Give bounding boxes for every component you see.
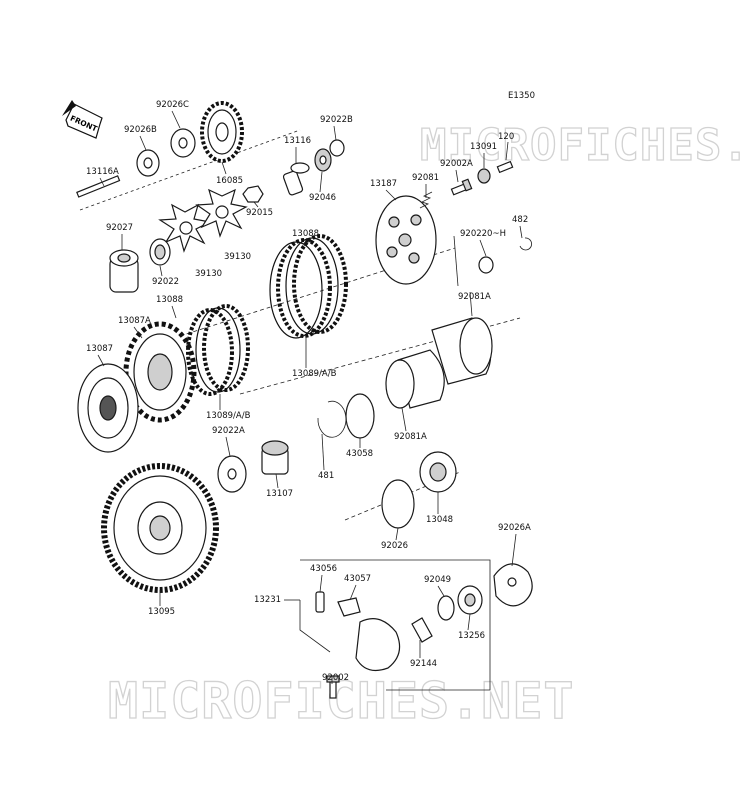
label-13116a: 13116A — [86, 167, 119, 177]
label-120: 120 — [498, 132, 514, 142]
label-92144: 92144 — [410, 659, 437, 669]
circlip-482 — [519, 237, 533, 251]
label-13231: 13231 — [254, 595, 281, 605]
label-92026: 92026 — [381, 541, 408, 551]
label-13088-a: 13088 — [156, 295, 183, 305]
label-13087a: 13087A — [118, 316, 151, 326]
label-13089-a: 13089/A/B — [206, 411, 251, 421]
label-39130-b: 39130 — [224, 252, 251, 262]
label-13089-b: 13089/A/B — [292, 369, 337, 379]
fitting-43056 — [315, 591, 325, 613]
bearing-92022-inner — [154, 244, 166, 260]
washer-92022b — [329, 139, 345, 157]
washer-92026b-hole — [143, 157, 153, 169]
bolt-92002 — [326, 675, 340, 699]
label-13187: 13187 — [370, 179, 397, 189]
label-13256: 13256 — [458, 631, 485, 641]
bearing-13048 — [419, 451, 457, 493]
diagram-code: E1350 — [508, 91, 535, 101]
label-482: 482 — [512, 215, 528, 225]
label-13116: 13116 — [284, 136, 311, 146]
bolt-92002a — [450, 178, 473, 196]
leader-lines — [97, 110, 523, 684]
label-92081a-top: 92081A — [458, 292, 491, 302]
front-arrow-icon: FRONT — [62, 100, 103, 139]
circlip-481 — [317, 400, 347, 438]
label-43056: 43056 — [310, 564, 337, 574]
impeller-13256 — [457, 585, 483, 615]
label-13091: 13091 — [470, 142, 497, 152]
label-92002: 92002 — [322, 673, 349, 683]
shim-92026 — [381, 479, 415, 529]
label-13107: 13107 — [266, 489, 293, 499]
washer-92026c-hole — [178, 137, 188, 149]
label-13087: 13087 — [86, 344, 113, 354]
shaft-13116a — [76, 175, 121, 198]
label-43057: 43057 — [344, 574, 371, 584]
sleeve-92081a-low — [385, 349, 445, 409]
boss-92027 — [109, 249, 139, 293]
bush-13107 — [261, 440, 289, 475]
label-13095: 13095 — [148, 607, 175, 617]
label-39130-a: 39130 — [195, 269, 222, 279]
cover-92026a — [493, 563, 533, 607]
nut-13091 — [477, 168, 491, 184]
clutch-housing-13087 — [77, 363, 139, 453]
label-16085: 16085 — [216, 176, 243, 186]
label-43058: 43058 — [346, 449, 373, 459]
label-92022a: 92022A — [212, 426, 245, 436]
label-92026a: 92026A — [498, 523, 531, 533]
bolt-120 — [496, 160, 514, 174]
label-92022: 92022 — [152, 277, 179, 287]
label-92015: 92015 — [246, 208, 273, 218]
group-box-13231 — [300, 559, 491, 691]
watermark-bottom: MICROFICHES.NET — [108, 672, 575, 730]
clutch-hub-13087a — [123, 321, 197, 423]
ring-43058 — [345, 393, 375, 439]
label-481: 481 — [318, 471, 334, 481]
plate-pack-13089 — [269, 234, 348, 339]
sprocket-16085 — [200, 101, 244, 163]
label-920220-h: 920220~H — [460, 229, 506, 239]
star-washer-39130-a — [158, 203, 212, 253]
label-92022b: 92022B — [320, 115, 353, 125]
pump-body — [355, 618, 401, 671]
label-92049: 92049 — [424, 575, 451, 585]
pin-13116 — [282, 162, 310, 196]
sleeve-92081a-top — [431, 317, 493, 385]
label-92046: 92046 — [309, 193, 336, 203]
seal-92144 — [411, 617, 433, 643]
label-13088-b: 13088 — [292, 229, 319, 239]
label-92002a: 92002A — [440, 159, 473, 169]
spring-92081 — [419, 191, 433, 209]
label-92081a-low: 92081A — [394, 432, 427, 442]
label-13048: 13048 — [426, 515, 453, 525]
star-washer-39130-b — [195, 188, 248, 238]
label-92026b: 92026B — [124, 125, 157, 135]
primary-gear-13095 — [101, 463, 219, 593]
part-labels: 13116A 92026B 92026C 16085 13116 92022B … — [86, 100, 531, 683]
nut-92015 — [242, 185, 264, 203]
washer-92022a-hole — [227, 468, 237, 480]
oring-92049 — [437, 595, 455, 621]
label-92027: 92027 — [106, 223, 133, 233]
shim-920220-h — [478, 256, 494, 274]
label-92081: 92081 — [412, 173, 439, 183]
pressure-plate-13187 — [375, 195, 437, 285]
label-92026c: 92026C — [156, 100, 189, 110]
bearing-92046-hole — [319, 155, 327, 165]
elbow-43057 — [337, 597, 361, 617]
plate-pack-13088 — [186, 304, 250, 396]
watermark-top: MICROFICHES.NET — [420, 120, 742, 171]
